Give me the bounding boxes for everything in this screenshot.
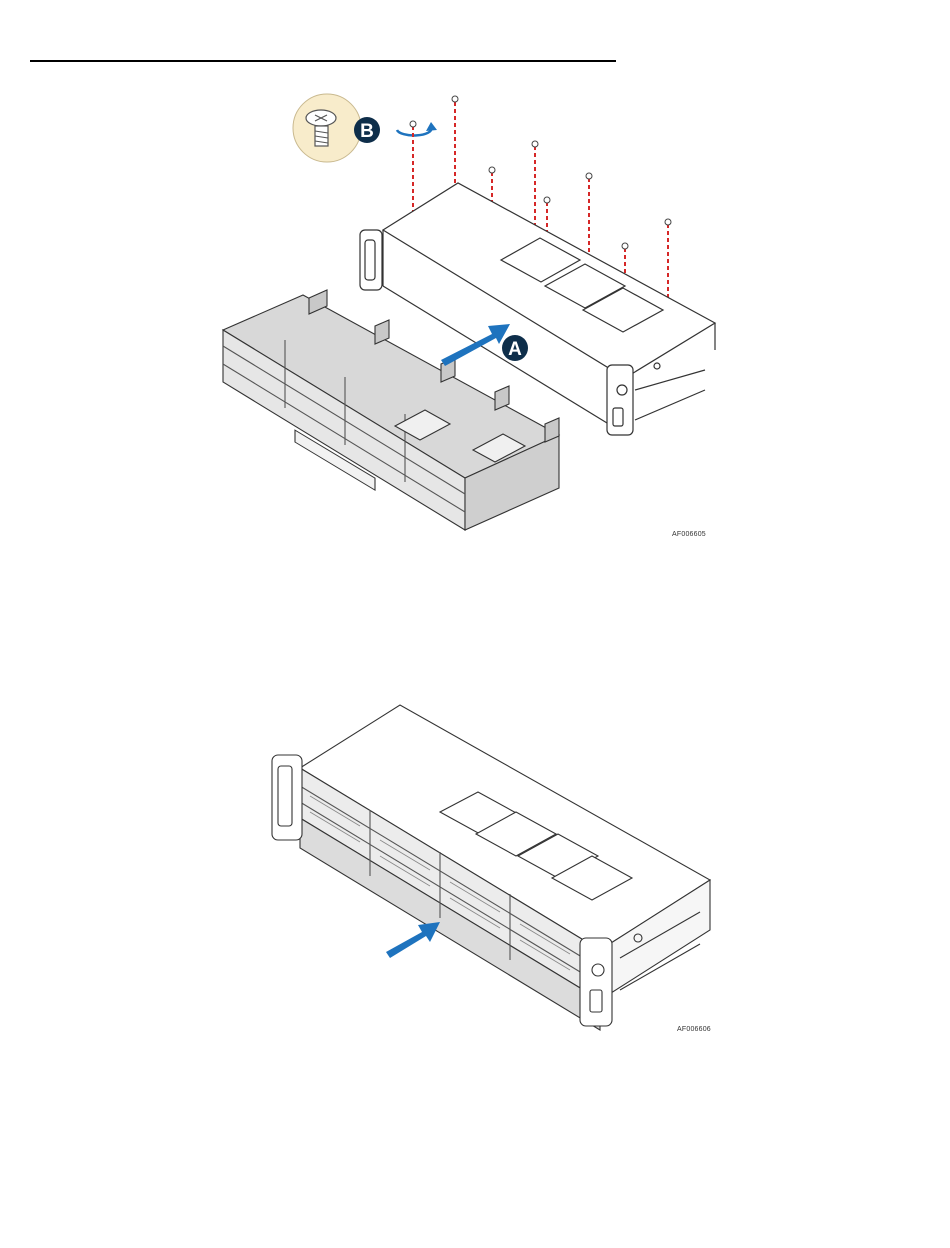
rotate-icon	[397, 122, 437, 135]
header-rule	[30, 60, 616, 62]
figure-id: AF006606	[677, 1026, 711, 1033]
callout-b-label: B	[360, 121, 374, 142]
figure-drive-cage-installed	[260, 700, 720, 1040]
callout-a-label: A	[508, 339, 522, 360]
figure-drive-cage-removal: B	[205, 90, 735, 550]
screw-callout-badge: B	[293, 94, 380, 162]
figure-id: AF006605	[672, 531, 706, 538]
push-arrow-icon	[441, 324, 510, 366]
chassis-assembled	[272, 705, 710, 1030]
push-arrow-icon	[386, 922, 440, 958]
